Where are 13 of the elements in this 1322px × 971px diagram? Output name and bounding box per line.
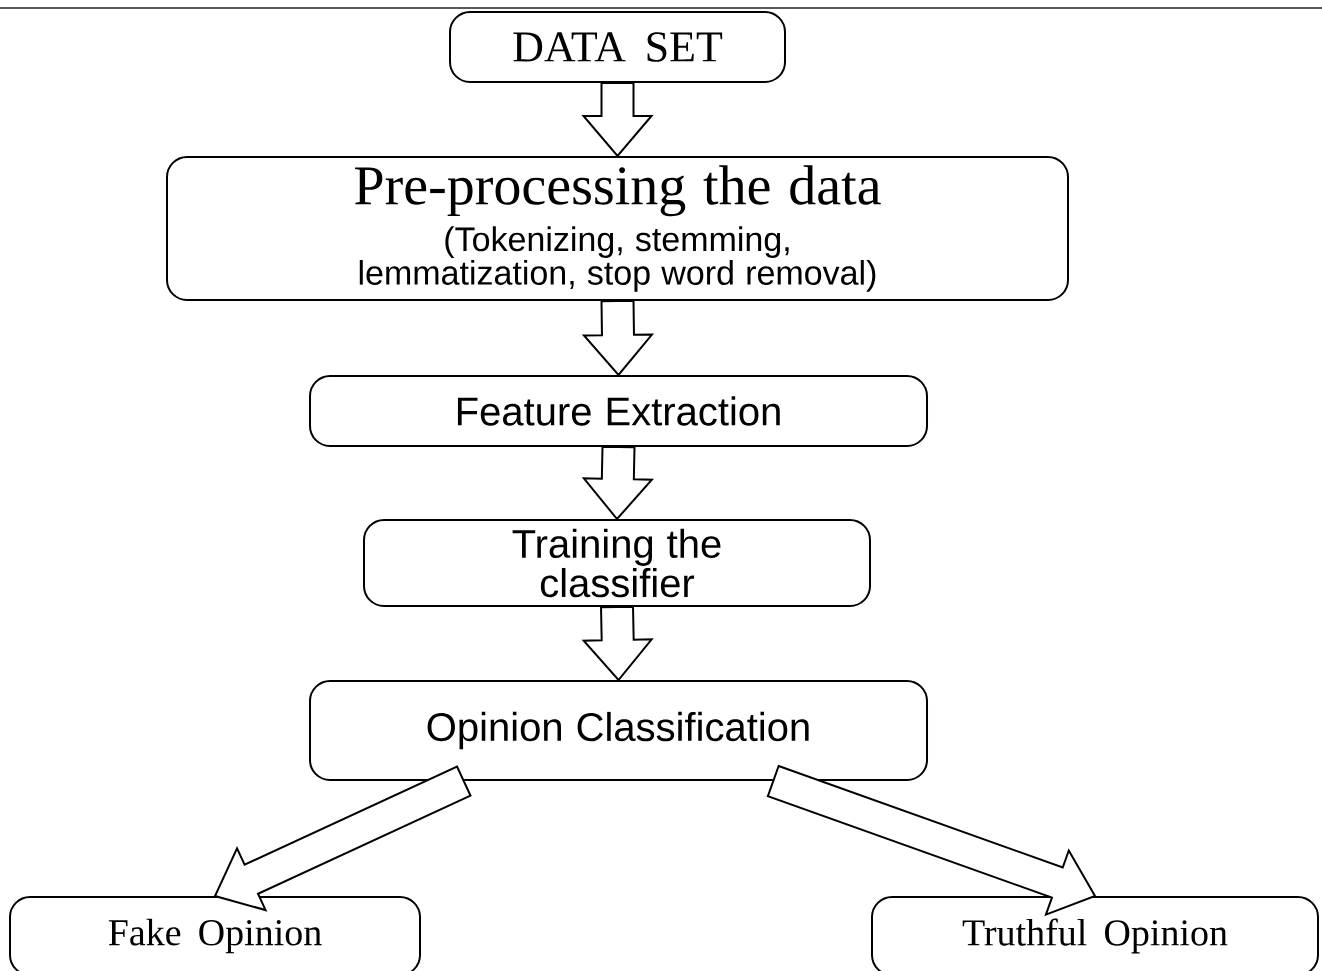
process-box: Feature Extraction (309, 375, 928, 447)
block-arrow (581, 82, 654, 158)
block-arrow (581, 299, 655, 377)
block-arrow (581, 605, 654, 682)
process-box: DATA SET (449, 11, 786, 83)
block-arrow (581, 445, 654, 521)
process-box: Truthful Opinion (871, 896, 1319, 971)
process-box: Fake Opinion (9, 896, 421, 971)
process-box: Opinion Classification (309, 680, 928, 781)
block-arrow (213, 765, 472, 912)
block-arrow (766, 764, 1097, 917)
process-box: Training the classifier (363, 519, 871, 607)
process-box: Pre-processing the data (Tokenizing, stemming, lemmatization, stop word removal) (166, 156, 1069, 301)
